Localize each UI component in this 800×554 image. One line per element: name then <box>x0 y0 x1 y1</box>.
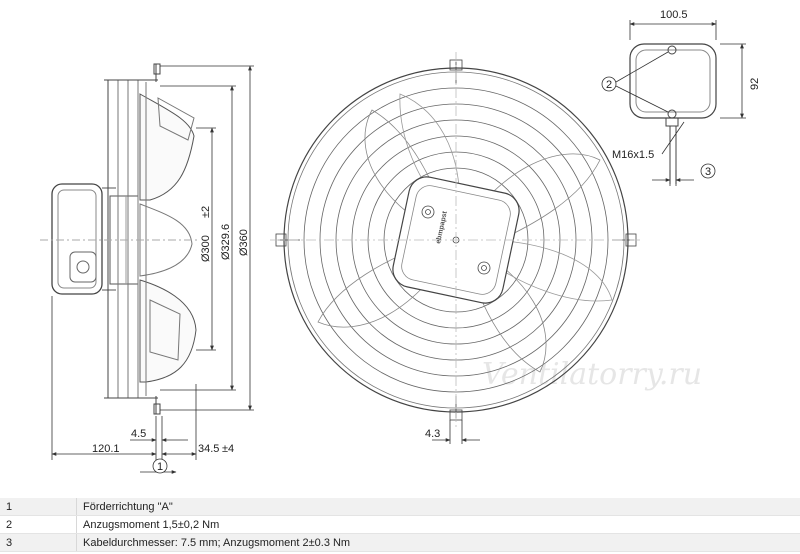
terminal-dimensions <box>615 20 746 186</box>
dim-depth-tol: ±4 <box>222 443 234 455</box>
front-dimensions <box>432 420 480 444</box>
callout-1: 1 <box>152 458 168 474</box>
dim-dia-300-tol: ±2 <box>200 206 212 218</box>
dim-depth: 34.5 <box>198 443 219 455</box>
side-dimensions <box>51 65 254 474</box>
note-text: Kabeldurchmesser: 7.5 mm; Anzugsmoment 2… <box>76 533 800 552</box>
dim-offset-a: 4.5 <box>131 428 146 440</box>
terminal-box-view <box>629 43 717 184</box>
note-number: 3 <box>0 533 77 552</box>
technical-drawing: Ventilatorry.ru <box>40 9 761 474</box>
notes-row: 3 Kabeldurchmesser: 7.5 mm; Anzugsmoment… <box>0 533 800 552</box>
notes-row: 2 Anzugsmoment 1,5±0,2 Nm <box>0 515 800 534</box>
note-number: 1 <box>0 498 77 516</box>
watermark: Ventilatorry.ru <box>482 357 702 392</box>
notes-table: 1 Förderrichtung "A" 2 Anzugsmoment 1,5±… <box>0 498 800 552</box>
dim-front-offset: 4.3 <box>425 428 440 440</box>
dim-dia-360: Ø360 <box>238 229 250 256</box>
dim-box-width: 100.5 <box>660 9 688 21</box>
callout-3: 3 <box>700 163 716 179</box>
svg-text:2: 2 <box>606 79 612 91</box>
dim-box-height: 92 <box>749 78 761 90</box>
svg-text:3: 3 <box>705 166 711 178</box>
dim-dia-300: Ø300 <box>200 235 212 262</box>
dim-dia-329: Ø329.6 <box>220 224 232 260</box>
dim-thread: M16x1.5 <box>612 149 654 161</box>
dim-shaft: 120.1 <box>92 443 120 455</box>
note-text: Förderrichtung "A" <box>76 498 800 516</box>
side-view <box>40 63 200 415</box>
notes-row: 1 Förderrichtung "A" <box>0 498 800 516</box>
note-number: 2 <box>0 515 77 534</box>
callout-2: 2 <box>601 76 617 92</box>
front-view <box>270 52 642 428</box>
note-text: Anzugsmoment 1,5±0,2 Nm <box>76 515 800 534</box>
svg-text:1: 1 <box>157 461 163 473</box>
